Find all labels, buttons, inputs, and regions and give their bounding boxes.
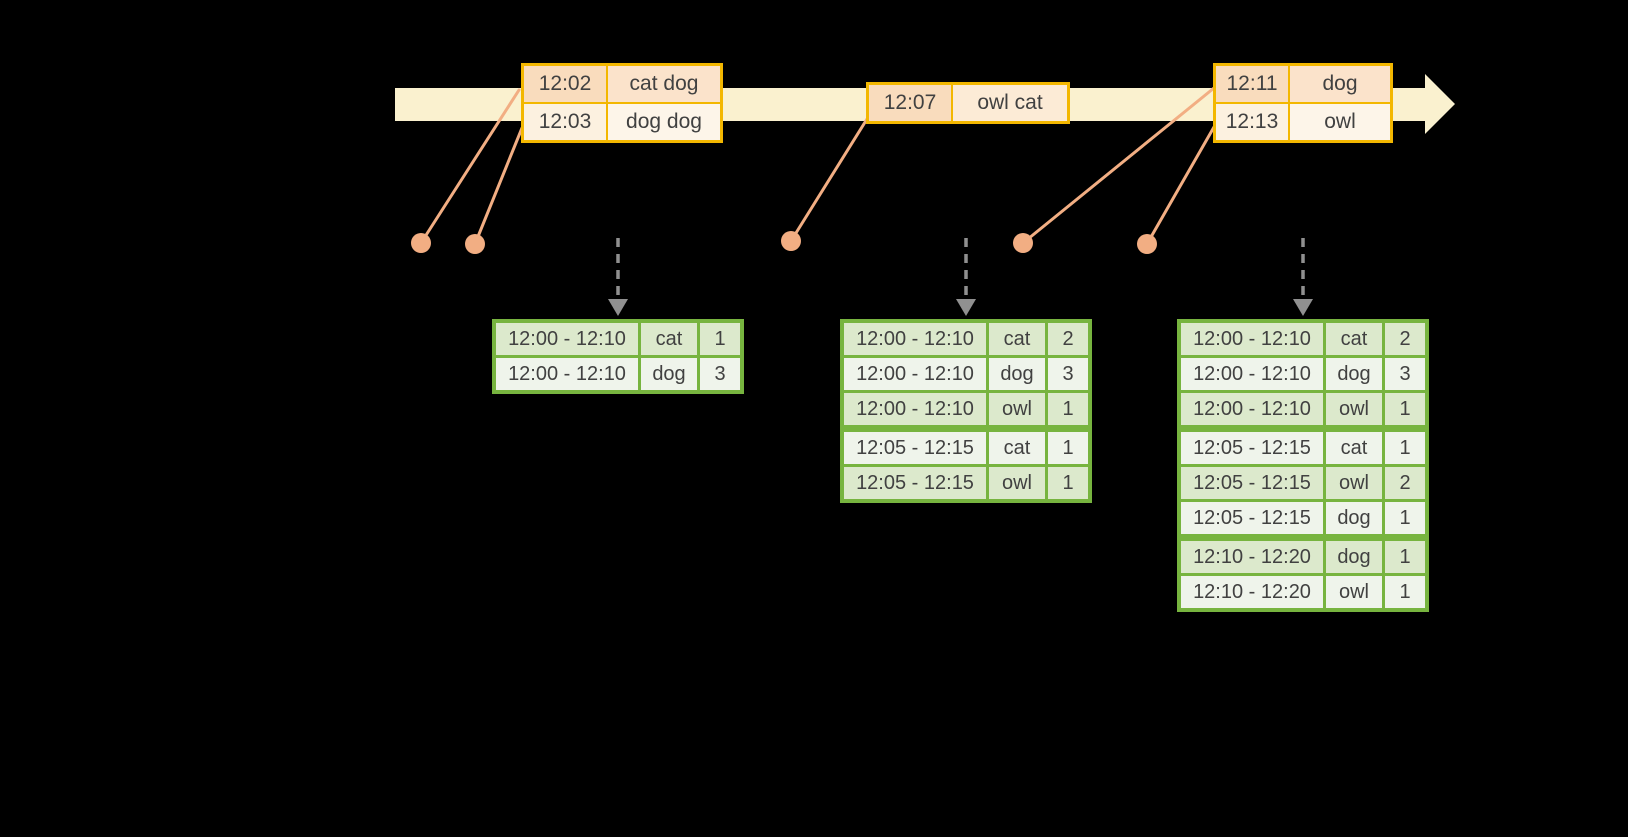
result-row: 12:00 - 12:10 cat 2 (1181, 323, 1425, 355)
result-row: 12:00 - 12:10 cat 2 (844, 323, 1088, 355)
window-emit-arrowhead-icon (608, 299, 628, 316)
event-table-3: 12:11 dog 12:13 owl (1213, 63, 1393, 143)
result-row: 12:00 - 12:10 dog 3 (1181, 358, 1425, 390)
result-row: 12:05 - 12:15 owl 2 (1181, 467, 1425, 499)
window-cell: 12:00 - 12:10 (496, 323, 638, 355)
event-value-cell: owl (1290, 104, 1390, 140)
window-cell: 12:05 - 12:15 (844, 467, 986, 499)
event-time-cell: 12:03 (524, 104, 606, 140)
event-row: 12:02 cat dog (524, 66, 720, 102)
event-value-cell: owl cat (953, 85, 1067, 121)
result-row: 12:05 - 12:15 cat 1 (844, 432, 1088, 464)
event-row: 12:03 dog dog (524, 104, 720, 140)
window-cell: 12:00 - 12:10 (844, 358, 986, 390)
event-row: 12:11 dog (1216, 66, 1390, 102)
count-cell: 1 (1385, 393, 1425, 425)
result-row: 12:00 - 12:10 dog 3 (844, 358, 1088, 390)
window-cell: 12:05 - 12:15 (844, 432, 986, 464)
key-cell: cat (1326, 323, 1382, 355)
count-cell: 1 (1048, 393, 1088, 425)
window-emit-arrowhead-icon (1293, 299, 1313, 316)
count-cell: 1 (700, 323, 740, 355)
window-cell: 12:00 - 12:10 (1181, 393, 1323, 425)
event-table-2: 12:07 owl cat (866, 82, 1070, 124)
event-value-cell: cat dog (608, 66, 720, 102)
key-cell: owl (989, 467, 1045, 499)
window-cell: 12:05 - 12:15 (1181, 502, 1323, 534)
key-cell: owl (1326, 467, 1382, 499)
key-cell: owl (1326, 576, 1382, 608)
event-dot (411, 233, 431, 253)
result-row: 12:05 - 12:15 cat 1 (1181, 432, 1425, 464)
key-cell: dog (1326, 502, 1382, 534)
count-cell: 2 (1385, 467, 1425, 499)
event-dot (465, 234, 485, 254)
result-row: 12:00 - 12:10 dog 3 (496, 358, 740, 390)
event-dot (1013, 233, 1033, 253)
result-row: 12:05 - 12:15 owl 1 (844, 467, 1088, 499)
window-cell: 12:05 - 12:15 (1181, 467, 1323, 499)
event-time-cell: 12:11 (1216, 66, 1288, 102)
window-cell: 12:00 - 12:10 (1181, 358, 1323, 390)
key-cell: owl (989, 393, 1045, 425)
count-cell: 3 (700, 358, 740, 390)
window-cell: 12:00 - 12:10 (1181, 323, 1323, 355)
key-cell: cat (641, 323, 697, 355)
event-time-cell: 12:02 (524, 66, 606, 102)
event-connector-line (789, 117, 869, 243)
event-value-cell: dog (1290, 66, 1390, 102)
timeline-arrowhead-icon (1425, 74, 1455, 134)
result-row: 12:10 - 12:20 dog 1 (1181, 541, 1425, 573)
key-cell: dog (1326, 358, 1382, 390)
event-connector-line (473, 126, 524, 246)
event-value-cell: dog dog (608, 104, 720, 140)
key-cell: cat (989, 432, 1045, 464)
event-time-cell: 12:13 (1216, 104, 1288, 140)
event-time-cell: 12:07 (869, 85, 951, 121)
count-cell: 3 (1385, 358, 1425, 390)
result-table-2: 12:00 - 12:10 cat 2 12:00 - 12:10 dog 3 … (840, 319, 1092, 503)
count-cell: 2 (1385, 323, 1425, 355)
count-cell: 1 (1385, 502, 1425, 534)
count-cell: 1 (1385, 541, 1425, 573)
key-cell: dog (1326, 541, 1382, 573)
result-table-3: 12:00 - 12:10 cat 2 12:00 - 12:10 dog 3 … (1177, 319, 1429, 612)
window-cell: 12:00 - 12:10 (496, 358, 638, 390)
count-cell: 1 (1048, 467, 1088, 499)
key-cell: dog (641, 358, 697, 390)
count-cell: 1 (1048, 432, 1088, 464)
window-cell: 12:05 - 12:15 (1181, 432, 1323, 464)
event-connector-line (1021, 86, 1216, 245)
key-cell: cat (989, 323, 1045, 355)
window-cell: 12:00 - 12:10 (844, 393, 986, 425)
count-cell: 3 (1048, 358, 1088, 390)
event-connector-line (419, 88, 521, 245)
event-dot (1137, 234, 1157, 254)
key-cell: dog (989, 358, 1045, 390)
result-row: 12:10 - 12:20 owl 1 (1181, 576, 1425, 608)
event-dot (781, 231, 801, 251)
count-cell: 2 (1048, 323, 1088, 355)
result-row: 12:00 - 12:10 owl 1 (844, 393, 1088, 425)
event-row: 12:13 owl (1216, 104, 1390, 140)
count-cell: 1 (1385, 432, 1425, 464)
event-table-1: 12:02 cat dog 12:03 dog dog (521, 63, 723, 143)
count-cell: 1 (1385, 576, 1425, 608)
result-row: 12:00 - 12:10 cat 1 (496, 323, 740, 355)
key-cell: owl (1326, 393, 1382, 425)
event-row: 12:07 owl cat (869, 85, 1067, 121)
window-emit-arrowhead-icon (956, 299, 976, 316)
result-row: 12:05 - 12:15 dog 1 (1181, 502, 1425, 534)
window-cell: 12:10 - 12:20 (1181, 541, 1323, 573)
window-cell: 12:00 - 12:10 (844, 323, 986, 355)
result-row: 12:00 - 12:10 owl 1 (1181, 393, 1425, 425)
window-cell: 12:10 - 12:20 (1181, 576, 1323, 608)
key-cell: cat (1326, 432, 1382, 464)
event-connector-line (1145, 125, 1216, 246)
result-table-1: 12:00 - 12:10 cat 1 12:00 - 12:10 dog 3 (492, 319, 744, 394)
